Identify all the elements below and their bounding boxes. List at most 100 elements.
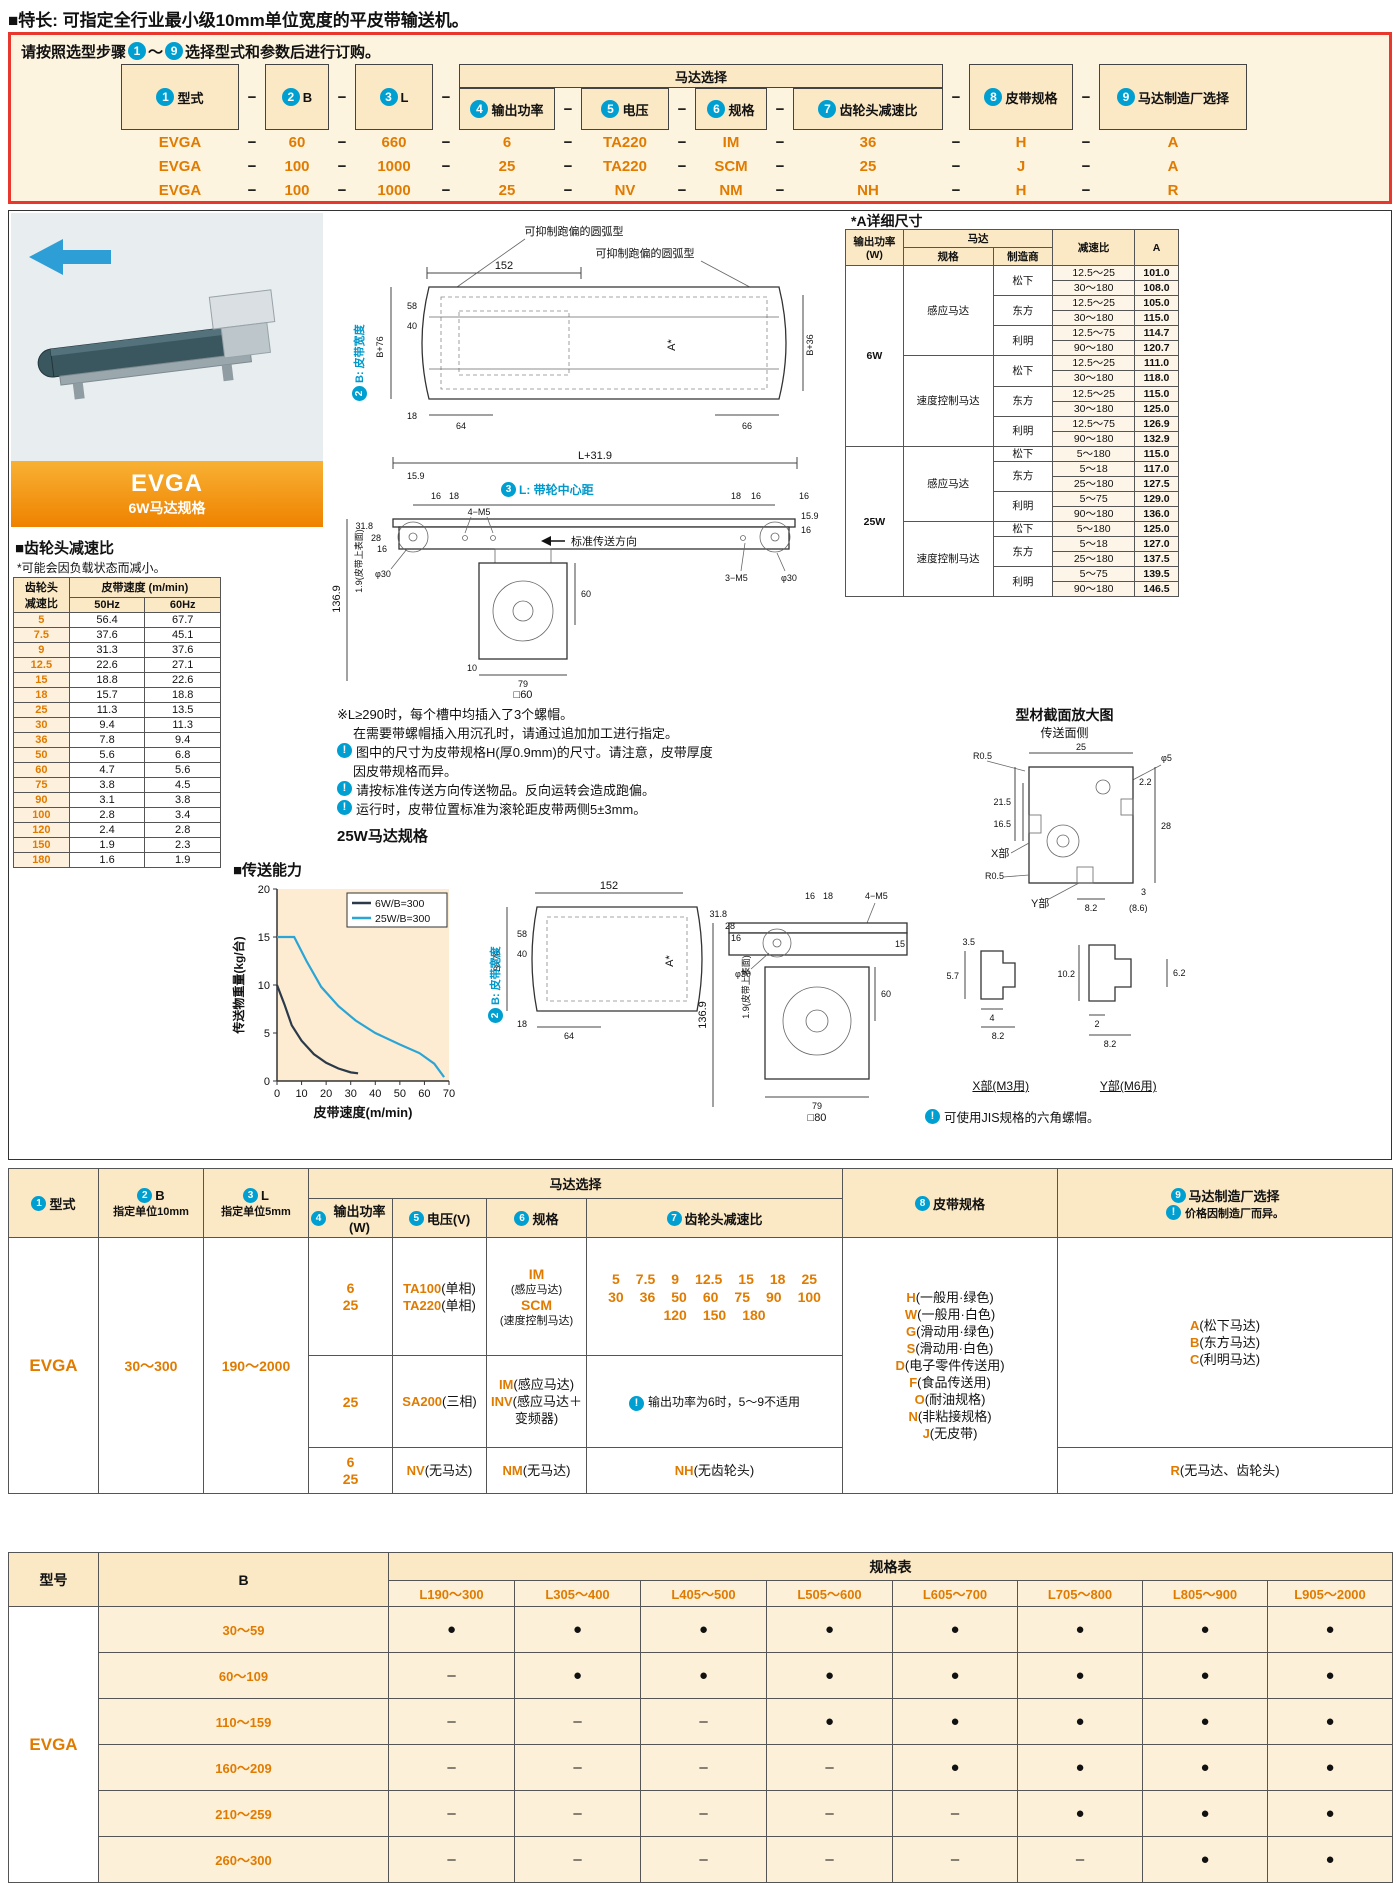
w25-spec-label: 25W马达规格: [337, 828, 428, 845]
code-desc: (感应马达): [513, 1377, 575, 1392]
step-8-badge: 8: [984, 88, 1003, 106]
gear-cell: 9.4: [68, 717, 146, 733]
dash-unavailable: –: [388, 1836, 515, 1883]
voltage-options-cell: SA200(三相): [392, 1355, 487, 1448]
note-line: 图中的尺寸为皮带规格H(厚0.9mm)的尺寸。请注意，皮带厚度: [337, 743, 832, 762]
svg-text:58: 58: [407, 301, 417, 311]
order-col-label: 皮带规格: [1005, 90, 1058, 106]
adetail-cell: 115.0: [1134, 310, 1179, 327]
gear-cell: 12.5: [13, 657, 70, 673]
svg-text:21.5: 21.5: [993, 797, 1011, 807]
svg-text:79: 79: [812, 1101, 822, 1111]
gear-cell: 120: [13, 822, 70, 838]
svg-text:B+76: B+76: [492, 950, 502, 971]
ordering-title-tilde: ～: [148, 43, 164, 61]
dot-available: ●: [640, 1606, 767, 1653]
notes-block: ※L≥290时，每个槽中均插入了3个螺帽。在需要带螺帽插入用沉孔时，请通过追加加…: [337, 705, 832, 846]
l-range-cell: 190～2000: [203, 1237, 309, 1494]
svg-text:标准传送方向: 标准传送方向: [571, 534, 637, 548]
gear-cell: 18.8: [144, 687, 221, 703]
belt-code: J: [922, 1426, 930, 1441]
gear-cell: 3.8: [68, 777, 146, 793]
belt-desc: (食品传送用): [917, 1375, 991, 1390]
dash-separator: −: [1081, 133, 1091, 151]
dot-available: ●: [1017, 1698, 1143, 1745]
dash-separator: −: [337, 157, 347, 175]
svg-text:A*: A*: [664, 954, 676, 966]
adetail-cell: 利明: [992, 325, 1054, 357]
dash-unavailable: –: [640, 1790, 767, 1837]
gear-cell: 5.6: [68, 747, 146, 763]
code-item: R(无马达、齿轮头): [1061, 1462, 1389, 1479]
ratio-value: 100: [797, 1288, 821, 1305]
gear-cell: 6.8: [144, 747, 221, 763]
gear-cell: 15.7: [68, 687, 146, 703]
order-example-value: 25: [498, 181, 516, 199]
svg-text:X部: X部: [991, 846, 1009, 860]
order-example-value: 1000: [377, 181, 411, 199]
x-axis-label: 皮带速度(m/min): [313, 1105, 413, 1120]
svg-text:□60: □60: [514, 689, 533, 699]
note-text: 图中的尺寸为皮带规格H(厚0.9mm)的尺寸。请注意，皮带厚度: [356, 745, 713, 760]
svg-text:1.9(皮带上表面): 1.9(皮带上表面): [353, 529, 364, 593]
gear-cell: 9: [13, 642, 70, 658]
matrix-row: 110～159–––●●●●●: [9, 1698, 1393, 1745]
note-line: 在需要带螺帽插入用沉孔时，请通过追加加工进行指定。: [337, 724, 832, 743]
y-tick: 20: [258, 884, 270, 896]
belt-option: W(一般用·白色): [846, 1306, 1054, 1323]
gear-cell: 60: [13, 762, 70, 778]
code-item: IM(感应马达): [490, 1376, 583, 1393]
matrix-b-range: 30～59: [98, 1606, 389, 1653]
dot-available: ●: [514, 1652, 641, 1699]
svg-text:16: 16: [731, 933, 741, 943]
svg-text:16: 16: [805, 891, 815, 901]
note-text: 在需要带螺帽插入用沉孔时，请通过追加加工进行指定。: [353, 726, 679, 741]
gear-cell: 2.8: [68, 807, 146, 823]
code-desc: (无马达、齿轮头): [1179, 1463, 1280, 1478]
svg-text:3−M5: 3−M5: [725, 573, 748, 583]
dot-available: ●: [892, 1698, 1018, 1745]
adetail-cell: 129.0: [1134, 490, 1179, 508]
svg-text:152: 152: [495, 260, 513, 272]
code-item: NM(无马达): [490, 1462, 583, 1479]
adetail-cell: 东方: [992, 460, 1054, 492]
svg-text:Y部: Y部: [1031, 896, 1049, 910]
order-example-value: 100: [284, 157, 310, 175]
ratio-value: 15: [738, 1270, 754, 1287]
code-desc: (无齿轮头): [693, 1463, 755, 1478]
code-desc: (无马达): [522, 1463, 571, 1478]
ratio-value: 9: [671, 1270, 680, 1287]
power-value: 6: [346, 1453, 355, 1470]
maker-option: A(松下马达): [1061, 1317, 1389, 1334]
adetail-cell: 90～180: [1052, 581, 1136, 598]
code-desc: (单相): [441, 1280, 476, 1296]
adetail-cell: 30～180: [1052, 370, 1136, 387]
order-example-value: NM: [719, 181, 743, 199]
adetail-cell: 126.9: [1134, 415, 1179, 432]
matrix-l-header: L405～500: [640, 1580, 767, 1607]
svg-text:φ5: φ5: [1161, 753, 1172, 763]
col-header-motor-group: 马达选择: [307, 1168, 844, 1199]
dot-available: ●: [1267, 1652, 1393, 1699]
order-example-value: IM: [722, 133, 740, 151]
belt-desc: (滑动用·白色): [915, 1341, 994, 1356]
order-example-value: 25: [498, 157, 516, 175]
ratio-value: 120: [663, 1306, 687, 1323]
code-item: TA100(单相): [396, 1280, 483, 1297]
svg-text:10.2: 10.2: [1057, 969, 1075, 979]
matrix-model-header: 型号: [8, 1552, 99, 1607]
dash-separator: −: [951, 181, 961, 199]
ratio-value: 18: [769, 1270, 786, 1287]
ratio-value: 150: [702, 1306, 727, 1323]
